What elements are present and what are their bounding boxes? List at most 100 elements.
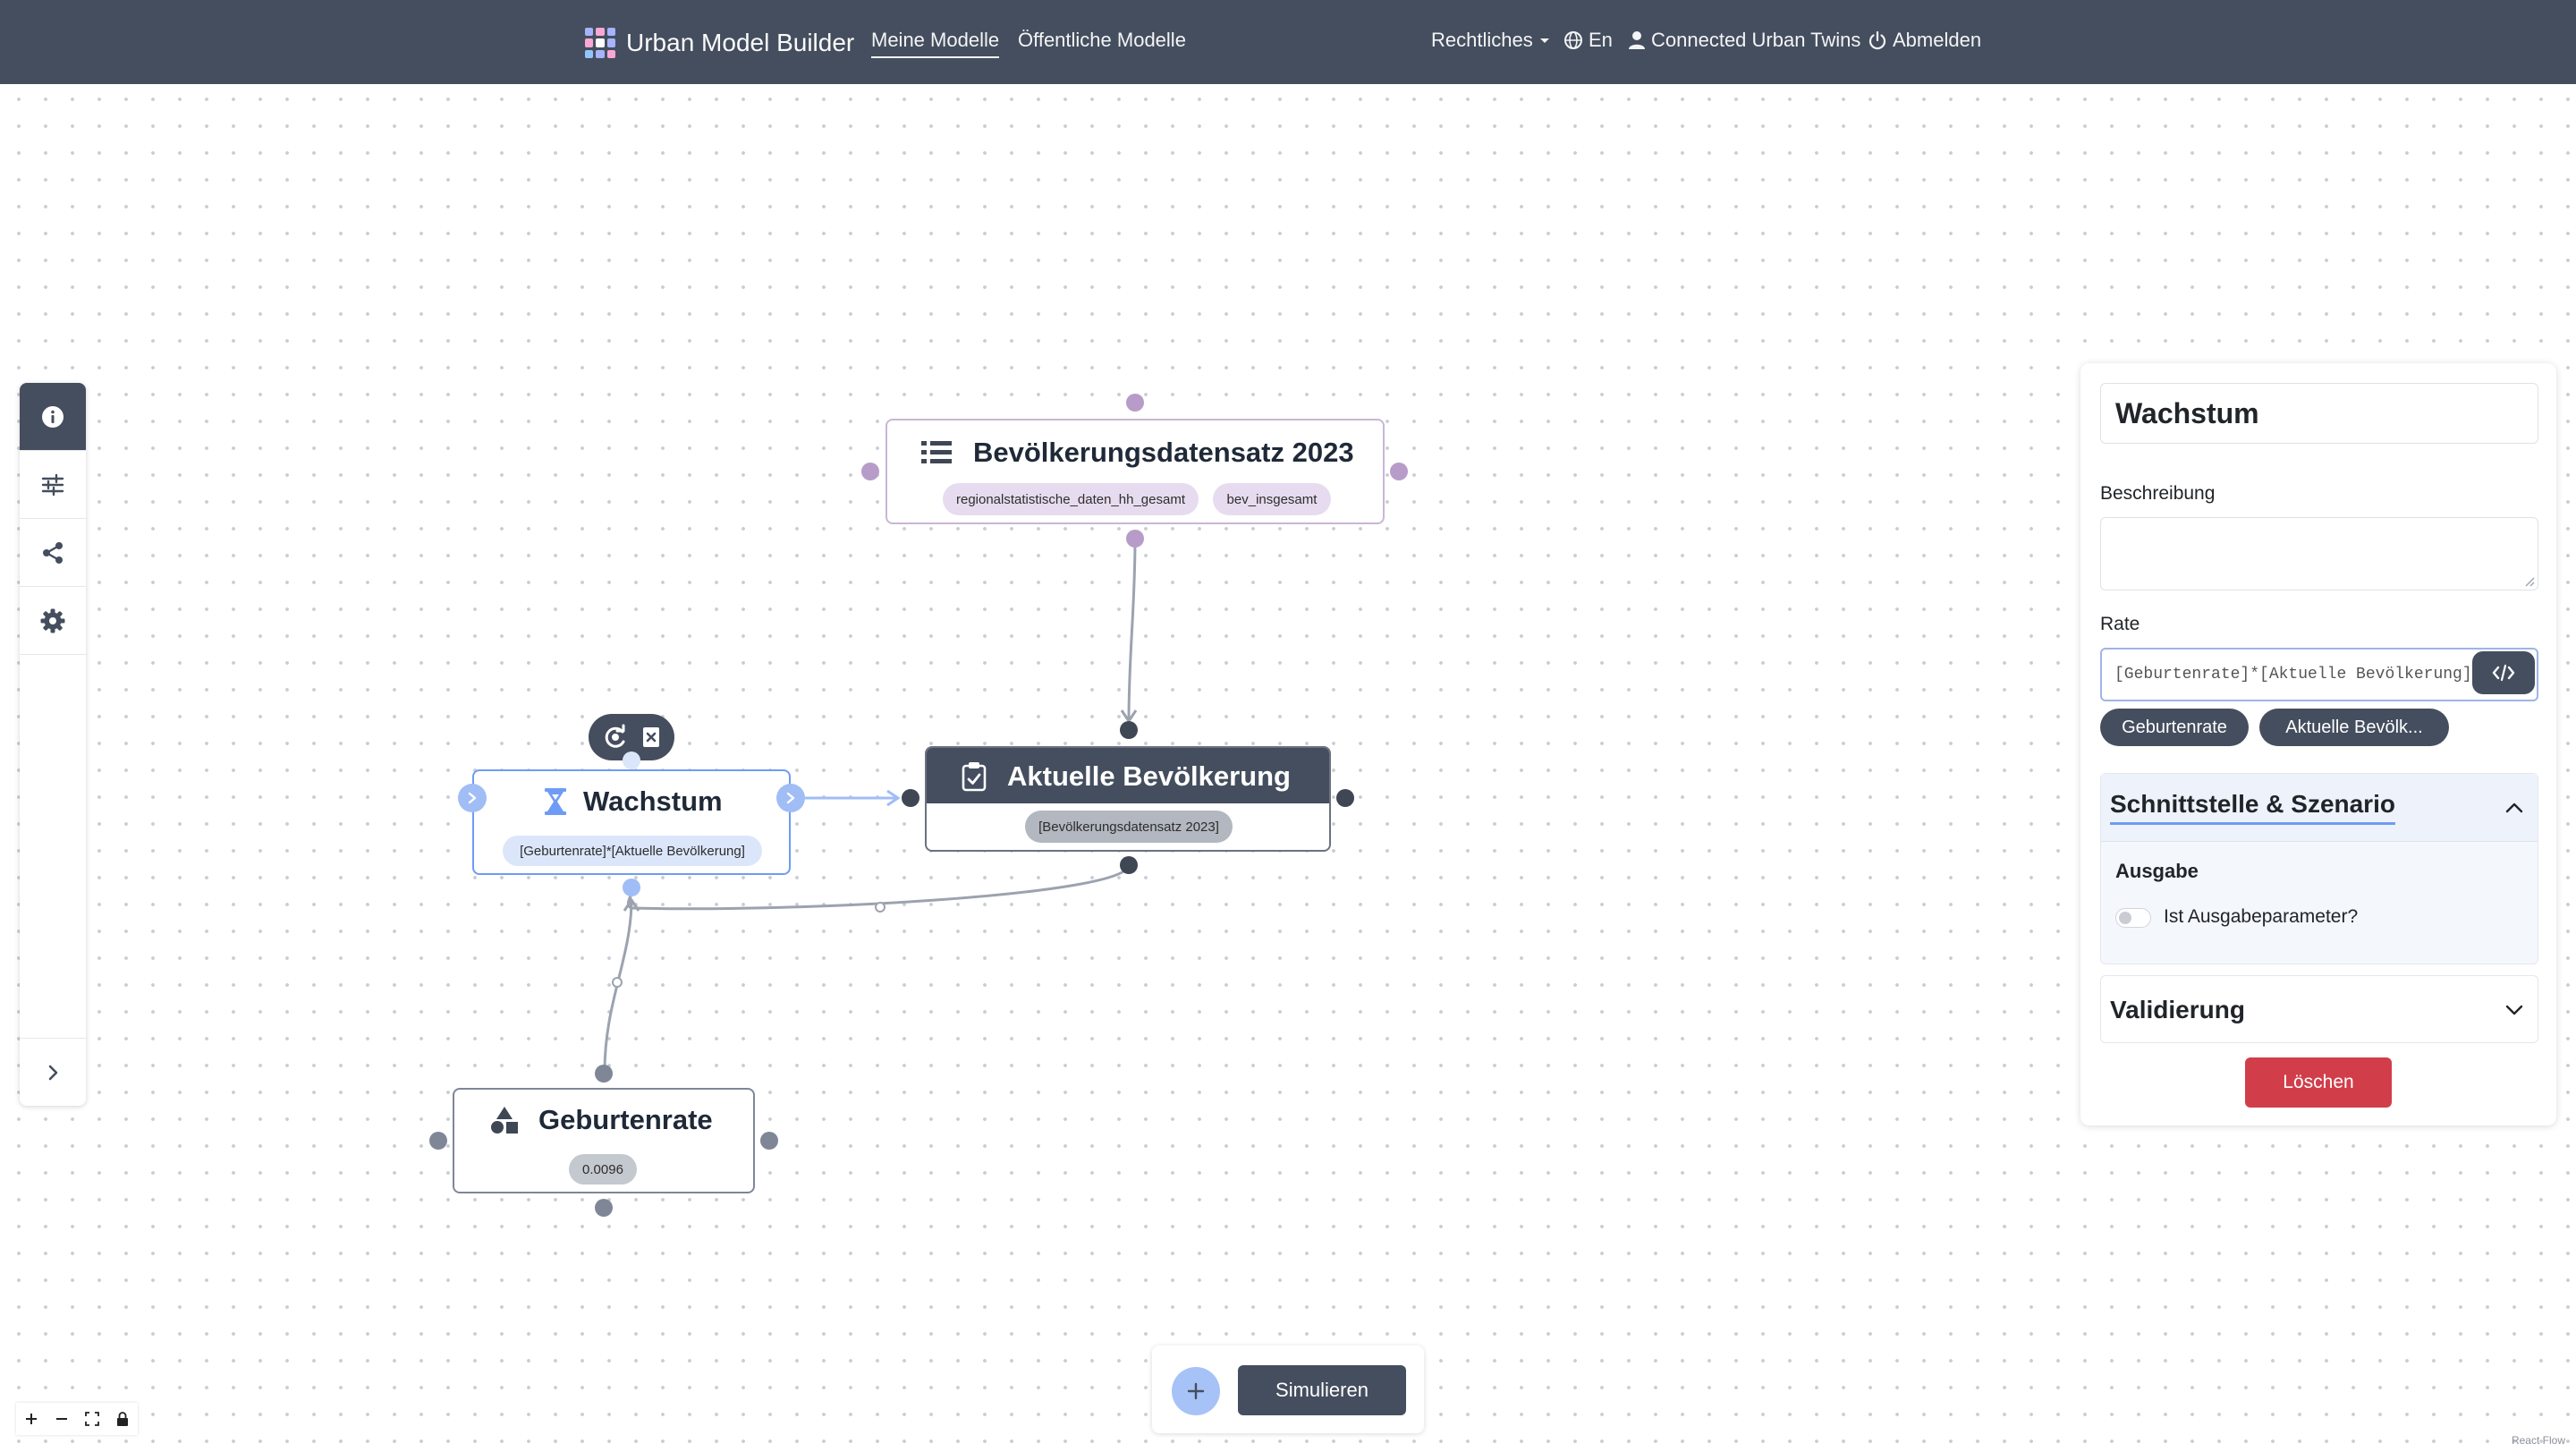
node-dataset-header: Bevölkerungsdatensatz 2023 [921, 435, 1354, 471]
nav-public-models[interactable]: Öffentliche Modelle [1018, 29, 1186, 51]
node-dataset[interactable]: Bevölkerungsdatensatz 2023 regionalstati… [886, 419, 1385, 524]
validation-accordion-header[interactable]: Validierung [2101, 976, 2538, 1044]
parameters-button[interactable] [20, 451, 86, 519]
user-menu[interactable]: Connected Urban Twins [1628, 29, 1860, 52]
node-population-handle-bottom[interactable] [1120, 856, 1138, 874]
delete-node-icon[interactable] [641, 726, 661, 749]
user-icon [1629, 31, 1645, 49]
brand-name: Urban Model Builder [626, 29, 855, 56]
legal-dropdown[interactable]: Rechtliches [1431, 29, 1551, 52]
node-growth[interactable]: Wachstum [Geburtenrate]*[Aktuelle Bevölk… [472, 769, 791, 875]
output-label: Ausgabe [2115, 860, 2199, 882]
node-growth-header: Wachstum [544, 784, 723, 819]
validation-accordion[interactable]: Validierung [2100, 975, 2538, 1043]
flow-controls [16, 1403, 138, 1435]
edge-midpoint-handle[interactable] [875, 902, 886, 913]
node-population-handle-left[interactable] [902, 789, 919, 807]
node-dataset-handle-bottom[interactable] [1126, 530, 1144, 548]
variable-pill-birthrate[interactable]: Geburtenrate [2100, 709, 2249, 746]
plus-icon [1187, 1382, 1205, 1400]
share-icon [43, 541, 63, 564]
language-label: En [1589, 29, 1613, 51]
duplicate-icon[interactable] [602, 724, 629, 751]
gear-icon [40, 608, 65, 633]
variable-pill-population[interactable]: Aktuelle Bevölk... [2259, 709, 2449, 746]
nav-my-models[interactable]: Meine Modelle [871, 29, 1000, 58]
share-button[interactable] [20, 519, 86, 587]
resize-grip-icon [2525, 577, 2535, 587]
node-dataset-handle-top[interactable] [1126, 394, 1144, 412]
language-switch[interactable]: En [1563, 29, 1613, 52]
node-dataset-handle-left[interactable] [861, 463, 879, 480]
node-birthrate-handle-left[interactable] [429, 1132, 447, 1150]
rate-label: Rate [2100, 614, 2140, 634]
interface-accordion: Schnittstelle & Szenario Ausgabe Ist Aus… [2100, 773, 2538, 964]
minus-icon [56, 1418, 67, 1420]
edge-dataset-population[interactable] [1127, 538, 1137, 722]
info-button[interactable] [20, 383, 86, 451]
validation-section-title: Validierung [2110, 996, 2245, 1023]
node-birthrate-header: Geburtenrate [490, 1100, 713, 1140]
node-population-handle-top[interactable] [1120, 721, 1138, 739]
edge-arrow-to-growth [623, 897, 640, 912]
user-label: Connected Urban Twins [1651, 29, 1861, 51]
node-population-header [927, 748, 1329, 803]
node-birthrate-handle-top[interactable] [595, 1065, 613, 1083]
edge-midpoint-handle[interactable] [612, 977, 623, 988]
navbar: Urban Model Builder Meine Modelle Öffent… [0, 0, 2576, 84]
node-dataset-title: Bevölkerungsdatensatz 2023 [973, 437, 1354, 468]
node-birthrate-handle-bottom[interactable] [595, 1199, 613, 1217]
node-growth-handle-right[interactable] [776, 784, 805, 812]
edge-arrow-growth-population [886, 789, 901, 807]
settings-button[interactable] [20, 587, 86, 655]
hourglass-icon [545, 788, 566, 815]
chevron-right-icon [786, 792, 795, 804]
node-name-input[interactable]: Wachstum [2100, 383, 2538, 444]
globe-icon [1564, 31, 1582, 49]
description-textarea[interactable] [2100, 517, 2538, 590]
node-dataset-handle-right[interactable] [1390, 463, 1408, 480]
fit-view-button[interactable] [77, 1403, 107, 1435]
delete-button[interactable]: Löschen [2245, 1057, 2392, 1108]
zoom-out-button[interactable] [47, 1403, 77, 1435]
bottom-action-bar: Simulieren [1152, 1346, 1424, 1433]
react-flow-attribution[interactable]: React Flow [2511, 1434, 2565, 1447]
list-icon [921, 441, 952, 463]
node-growth-handle-bottom[interactable] [623, 879, 640, 896]
node-growth-title: Wachstum [583, 785, 723, 817]
birthrate-chip-value: 0.0096 [569, 1154, 637, 1185]
expand-sidebar-button[interactable] [20, 1038, 86, 1106]
caret-down-icon [1539, 38, 1549, 43]
legal-label: Rechtliches [1431, 29, 1533, 51]
node-population[interactable]: Aktuelle Bevölkerung [Bevölkerungsdatens… [925, 746, 1331, 852]
output-toggle[interactable] [2115, 908, 2151, 928]
sliders-icon [41, 473, 64, 496]
node-birthrate[interactable]: Geburtenrate 0.0096 [453, 1088, 755, 1193]
chevron-down-icon [2505, 1005, 2523, 1015]
node-growth-handle-left[interactable] [458, 784, 487, 812]
rate-textarea[interactable]: [Geburtenrate]*[Aktuelle Bevölkerung] [2100, 648, 2538, 701]
interface-accordion-header[interactable]: Schnittstelle & Szenario [2101, 774, 2538, 842]
formula-editor-button[interactable] [2472, 651, 2535, 694]
brand-logo-icon [585, 28, 615, 58]
power-icon [1868, 30, 1886, 50]
dataset-chip-table: regionalstatistische_daten_hh_gesamt [943, 483, 1199, 515]
plus-icon [26, 1414, 37, 1424]
chevron-right-icon [48, 1065, 58, 1080]
output-toggle-label: Ist Ausgabeparameter? [2164, 906, 2359, 927]
logout-link[interactable]: Abmelden [1868, 29, 1981, 52]
brand[interactable]: Urban Model Builder [585, 27, 854, 59]
description-label: Beschreibung [2100, 483, 2216, 504]
chevron-right-icon [468, 792, 477, 804]
node-birthrate-title: Geburtenrate [538, 1104, 713, 1135]
zoom-in-button[interactable] [16, 1403, 47, 1435]
node-population-handle-right[interactable] [1336, 789, 1354, 807]
simulate-button[interactable]: Simulieren [1238, 1365, 1406, 1415]
clipboard-check-icon [962, 762, 987, 792]
node-birthrate-handle-right[interactable] [760, 1132, 778, 1150]
node-growth-handle-top[interactable] [623, 751, 640, 769]
lock-button[interactable] [107, 1403, 138, 1435]
left-toolbar [20, 383, 86, 1106]
add-node-button[interactable] [1172, 1367, 1220, 1415]
code-icon [2492, 664, 2515, 682]
